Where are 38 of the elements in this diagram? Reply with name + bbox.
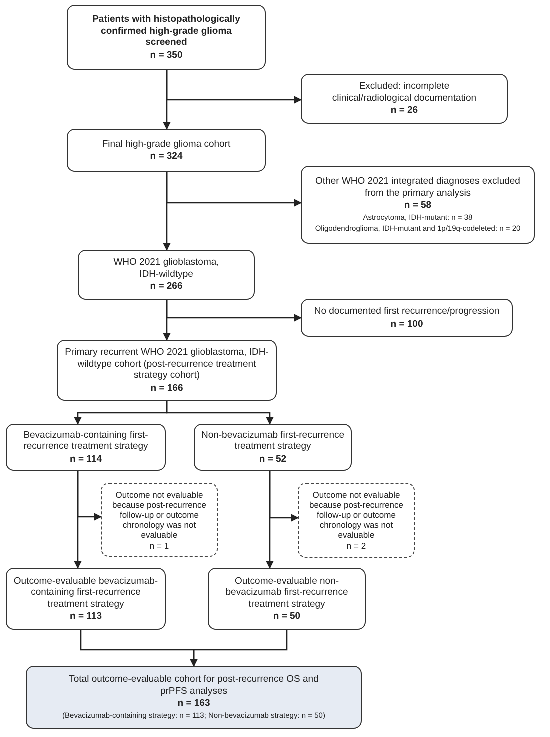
box-heading: Final high-grade glioma cohort — [101, 138, 232, 150]
process-box — [301, 74, 508, 124]
arrow — [166, 172, 302, 207]
process-box — [67, 5, 266, 70]
process-box — [6, 424, 166, 471]
count-text: n = 324 — [150, 151, 183, 162]
count-text: n = 100 — [390, 318, 424, 330]
count-text: n = 52 — [259, 454, 287, 466]
count-text: n = 2 — [346, 541, 366, 551]
count-text: n = 266 — [150, 281, 183, 293]
count-text: n = 113 — [70, 611, 102, 622]
box-heading: Primary recurrent WHO 2021 glioblastoma, IDH-wildtype cohort (post-recurrence treatment strategy cohort) — [64, 347, 270, 382]
process-box — [208, 568, 366, 630]
arrow — [166, 300, 302, 322]
count-text: n = 114 — [70, 454, 102, 466]
count-text: n = 58 — [404, 200, 432, 212]
process-box — [67, 129, 266, 172]
arrow — [166, 401, 274, 425]
count-text: n = 1 — [150, 540, 170, 550]
process-box — [78, 250, 255, 300]
process-box — [57, 340, 277, 401]
exclusion-box — [298, 483, 415, 558]
box-heading: No documented first recurrence/progression — [313, 306, 501, 318]
count-text: n = 350 — [150, 50, 183, 61]
count-text: n = 50 — [273, 611, 301, 622]
exclusion-box — [101, 483, 218, 557]
count-text: n = 166 — [150, 382, 184, 394]
arrow — [166, 70, 302, 104]
result-box — [26, 666, 362, 729]
process-box — [194, 424, 352, 471]
process-box — [301, 166, 535, 244]
arrow — [77, 471, 102, 521]
process-box — [301, 299, 513, 337]
count-text: n = 26 — [390, 105, 418, 117]
count-text: n = 163 — [178, 698, 210, 710]
process-box — [6, 568, 166, 630]
arrow — [190, 630, 288, 667]
arrow — [269, 471, 299, 522]
